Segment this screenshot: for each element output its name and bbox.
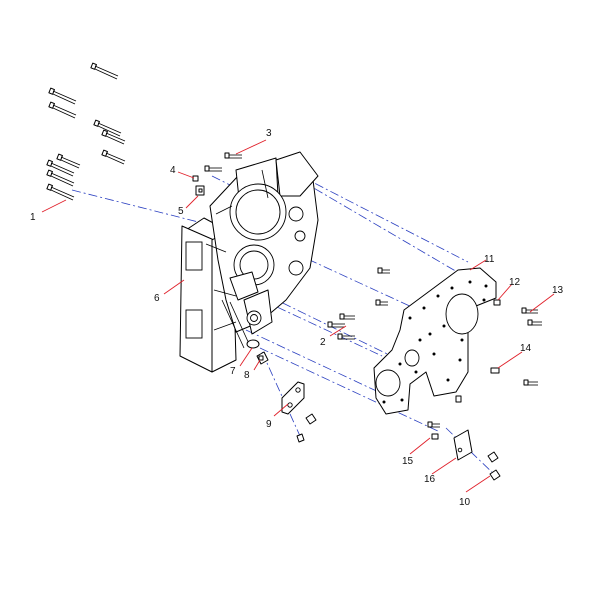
bolt-15 (427, 421, 440, 440)
callout-4: 4 (170, 165, 176, 176)
gasket-plate-11 (373, 267, 497, 415)
leader-lines (41, 139, 555, 493)
callout-1: 1 (30, 212, 36, 223)
callout-10: 10 (459, 497, 471, 508)
callout-8: 8 (244, 370, 250, 381)
callout-15: 15 (402, 456, 414, 467)
callout-11: 11 (484, 254, 495, 265)
bolt-12 (493, 299, 501, 306)
bolt-set-1 (46, 62, 126, 201)
cover-plate-9 (281, 381, 317, 443)
bolt-3 (204, 152, 242, 172)
callout-12: 12 (509, 277, 521, 288)
callout-14: 14 (520, 343, 532, 354)
callout-9: 9 (266, 419, 272, 430)
bolt-2 (327, 267, 390, 340)
plug-7-8 (246, 339, 269, 365)
callout-13: 13 (552, 285, 564, 296)
fitting-4-5 (192, 175, 205, 196)
assembly-centerlines (71, 167, 497, 477)
callout-16: 16 (424, 474, 436, 485)
nut-10 (487, 451, 501, 481)
callout-2: 2 (320, 337, 326, 348)
callout-labels: 1 2 3 4 5 6 7 8 9 10 11 12 13 14 15 16 (30, 128, 564, 508)
gear-housing (179, 151, 319, 373)
callout-5: 5 (178, 206, 184, 217)
callout-3: 3 (266, 128, 272, 139)
callout-6: 6 (154, 293, 160, 304)
pin-14 (455, 367, 538, 403)
callout-7: 7 (230, 366, 236, 377)
bolt-13 (521, 307, 542, 326)
cover-plate-16 (453, 429, 473, 461)
